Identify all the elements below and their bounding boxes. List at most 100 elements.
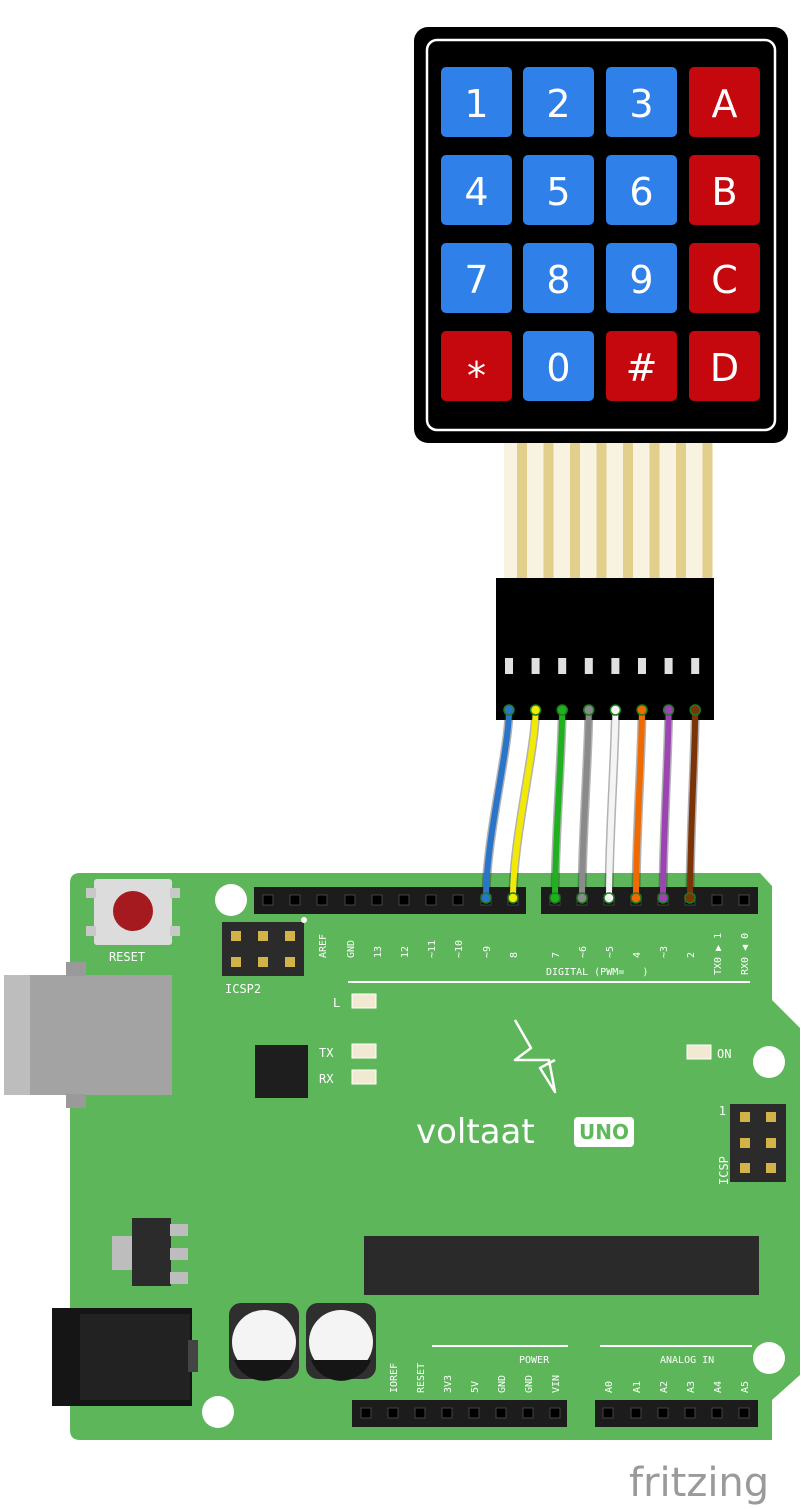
- icsp2-pin: [258, 931, 268, 941]
- header-hole: [738, 894, 750, 906]
- keypad-key-6[interactable]: 6: [606, 155, 677, 225]
- header-hole: [738, 1407, 750, 1419]
- icsp-label: ICSP: [717, 1156, 731, 1185]
- icsp-pin: [740, 1163, 750, 1173]
- keypad-key-label: C: [711, 258, 738, 302]
- header-hole: [468, 1407, 480, 1419]
- power-pin-label: GND: [497, 1375, 508, 1393]
- keypad-key-4[interactable]: 4: [441, 155, 512, 225]
- icsp2-header: [222, 917, 307, 976]
- fritzing-watermark: fritzing: [629, 1460, 769, 1506]
- header-hole: [549, 1407, 561, 1419]
- keypad-key-a[interactable]: A: [689, 67, 760, 137]
- header-hole: [289, 894, 301, 906]
- keypad-key-star[interactable]: *: [441, 331, 512, 401]
- analog-pin-label: A1: [632, 1381, 643, 1393]
- capacitor: [229, 1303, 299, 1381]
- header-hole: [495, 1407, 507, 1419]
- power-pin-label: VIN: [551, 1375, 562, 1393]
- usb-chip: [255, 1045, 308, 1098]
- header-hole: [398, 894, 410, 906]
- header-hole: [441, 1407, 453, 1419]
- jumper-wire: [630, 704, 648, 904]
- jumper-wire: [684, 704, 701, 904]
- led-on: [686, 1044, 712, 1060]
- keypad-key-5[interactable]: 5: [523, 155, 594, 225]
- power-pin-label: RESET: [416, 1363, 427, 1393]
- keypad-key-b[interactable]: B: [689, 155, 760, 225]
- keypad-key-label: 9: [629, 258, 653, 302]
- keypad-key-8[interactable]: 8: [523, 243, 594, 313]
- usb-connector: [4, 962, 172, 1108]
- analog-header: [595, 1400, 758, 1427]
- icsp2-label: ICSP2: [225, 982, 261, 996]
- digital-label: DIGITAL (PWM= ): [546, 967, 648, 978]
- icsp-pin: [740, 1112, 750, 1122]
- led-rx: [351, 1069, 377, 1085]
- keypad-key-7[interactable]: 7: [441, 243, 512, 313]
- power-pin-label: IOREF: [389, 1363, 400, 1393]
- header-pin: [505, 658, 513, 674]
- header-hole: [657, 1407, 669, 1419]
- header-hole: [344, 894, 356, 906]
- keypad-key-label: A: [712, 82, 738, 126]
- keypad-key-9[interactable]: 9: [606, 243, 677, 313]
- icsp2-pin: [285, 931, 295, 941]
- jumper-wire: [549, 704, 568, 904]
- header-pin: [611, 658, 620, 674]
- icsp2-pin: [285, 957, 295, 967]
- brand-name: voltaat: [416, 1112, 535, 1152]
- digital-pin-label: 8: [509, 952, 520, 958]
- header-hole: [262, 894, 274, 906]
- icsp-header: [730, 1104, 786, 1182]
- digital-pin-label: ~10: [454, 940, 465, 958]
- header-hole: [414, 1407, 426, 1419]
- ribbon-strip: [702, 440, 713, 580]
- keypad-key-label: 2: [546, 82, 570, 126]
- keypad-key-label: #: [626, 346, 658, 390]
- keypad-key-3[interactable]: 3: [606, 67, 677, 137]
- digital-pin-label: ~11: [427, 940, 438, 958]
- keypad-key-label: 1: [464, 82, 488, 126]
- jumper-wire: [576, 704, 595, 904]
- analog-pin-label: A3: [686, 1381, 697, 1393]
- keypad-key-0[interactable]: 0: [523, 331, 594, 401]
- model-badge: [574, 1117, 634, 1147]
- mounting-hole: [202, 1396, 234, 1428]
- keypad-ribbon-cable: [504, 440, 713, 580]
- ribbon-strip: [517, 440, 527, 580]
- ribbon-strip: [570, 440, 580, 580]
- header-pin: [664, 658, 673, 674]
- capacitor: [306, 1303, 376, 1381]
- dc-power-jack: [52, 1308, 198, 1406]
- power-pin-label: GND: [524, 1375, 535, 1393]
- mounting-hole: [215, 884, 247, 916]
- header-hole: [711, 894, 723, 906]
- keypad-key-hash[interactable]: #: [606, 331, 677, 401]
- digital-pin-label: 12: [400, 946, 411, 958]
- digital-pin-label: ~5: [605, 946, 616, 958]
- header-hole: [522, 1407, 534, 1419]
- digital-pin-label: AREF: [318, 934, 329, 958]
- keypad-key-1[interactable]: 1: [441, 67, 512, 137]
- mounting-hole: [753, 1342, 785, 1374]
- icsp-pin1-label: 1: [719, 1104, 726, 1118]
- keypad-key-2[interactable]: 2: [523, 67, 594, 137]
- power-pin-label: 3V3: [443, 1375, 454, 1393]
- digital-pin-label: ~9: [482, 946, 493, 958]
- digital-header-right: [541, 887, 758, 914]
- digital-pin-label: 2: [686, 952, 697, 958]
- analog-pin-label: A2: [659, 1381, 670, 1393]
- keypad-key-c[interactable]: C: [689, 243, 760, 313]
- keypad-key-label: 8: [546, 258, 570, 302]
- ribbon-strip: [676, 440, 686, 580]
- reset-button[interactable]: [86, 879, 180, 945]
- header-hole: [360, 1407, 372, 1419]
- ribbon-strip: [623, 440, 633, 580]
- keypad-key-label: 0: [546, 346, 570, 390]
- digital-pin-label: 7: [551, 952, 562, 958]
- keypad-key-d[interactable]: D: [689, 331, 760, 401]
- header-hole: [452, 894, 464, 906]
- jumper-wire: [480, 704, 515, 904]
